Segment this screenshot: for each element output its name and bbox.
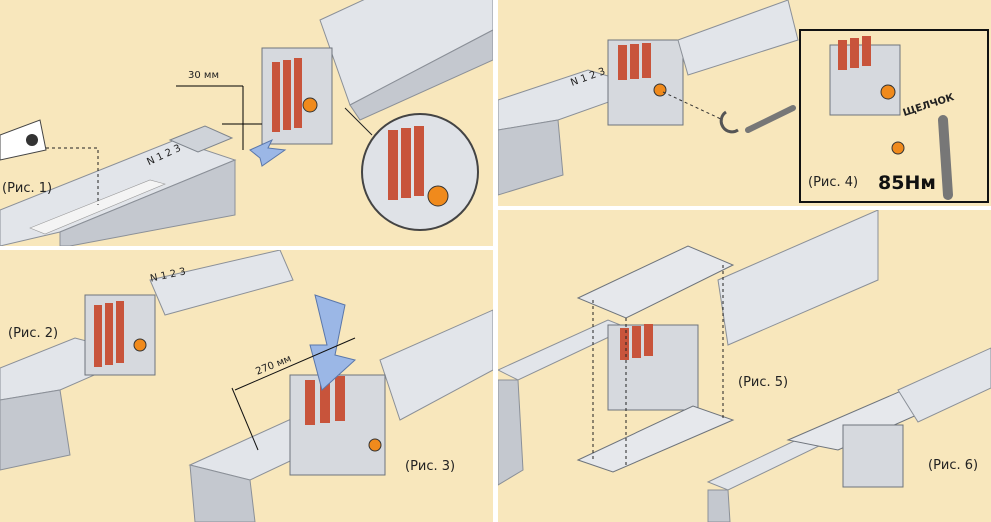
fig4-copper-2 [630, 44, 639, 79]
fig-4-label: (Рис. 4) [808, 175, 859, 190]
zoom-copper-1 [388, 130, 398, 200]
fig4-copper-3 [642, 43, 651, 78]
right-busbar-top [319, 0, 493, 106]
fig-5-label: (Рис. 5) [738, 375, 789, 390]
fig6-right-busbar [897, 347, 991, 423]
fig3-busbar-side [189, 464, 256, 522]
inset-copper-2 [850, 38, 859, 68]
fig2-rear-busbar [149, 250, 294, 316]
left-connector [168, 125, 234, 153]
fig2-copper-3 [116, 301, 124, 363]
fig4-rear-busbar [677, 0, 799, 76]
fig-1-label: (Рис. 1) [2, 181, 53, 196]
fig2-copper-2 [105, 303, 113, 365]
panel-fig-5-6: (Рис. 5) (Рис. 6) [498, 210, 991, 522]
inset-wrench-icon [938, 115, 953, 200]
zoom-copper-3 [414, 126, 424, 196]
fig5-copper-2 [632, 326, 641, 358]
fig2-busbar-side [0, 389, 71, 471]
torque-value: 85Нм [878, 172, 936, 194]
fig4-dotted-line [662, 91, 724, 121]
cover-plate-top [576, 245, 735, 319]
fig3-bolt-icon [368, 438, 382, 452]
fig5-right-busbar [717, 210, 879, 346]
slide-arrow-icon [249, 138, 287, 167]
panel-1-illustration [0, 0, 493, 246]
fig3-dimension-ext [231, 387, 259, 451]
wrench-handle-icon [745, 105, 796, 133]
warning-label [29, 179, 166, 235]
copper-plate-1 [272, 62, 280, 132]
panel-4-illustration [498, 210, 991, 522]
magnifier-leader [344, 107, 373, 136]
fig2-bolt-icon [133, 338, 147, 352]
fig3-copper-2 [320, 378, 330, 423]
panel-3-illustration [498, 0, 989, 203]
fig-6-label: (Рис. 6) [928, 458, 979, 473]
inset-nut-icon [891, 141, 905, 155]
cover-plate-bottom [576, 405, 735, 473]
eye-pupil-icon [26, 134, 38, 146]
fig4-bolt-icon [653, 83, 667, 97]
fig3-copper-3 [335, 376, 345, 421]
left-busbar-side [59, 159, 236, 246]
fig6-joint-block [842, 424, 904, 488]
fig4-copper-1 [618, 45, 627, 80]
fig2-copper-1 [94, 305, 102, 367]
inset-bolt-icon [880, 84, 896, 100]
inset-copper-3 [862, 36, 871, 66]
push-arrow-icon [309, 294, 357, 391]
fig3-dimension-line [234, 337, 356, 391]
eye-icon [0, 119, 47, 161]
fig5-copper-1 [620, 328, 629, 360]
fig-3-label: (Рис. 3) [405, 459, 456, 474]
panel-fig-1: (Рис. 1) 30 мм N 1 2 3 [0, 0, 493, 246]
dimension-label: 30 мм [188, 70, 219, 81]
panel-fig-4: (Рис. 4) 85Нм ЩЕЛЧОК N 1 2 3 [498, 0, 991, 206]
copper-plate-3 [294, 58, 302, 128]
panel-2-illustration [0, 250, 493, 522]
bolt-icon [302, 97, 318, 113]
zoom-copper-2 [401, 128, 411, 198]
fig5-copper-3 [644, 324, 653, 356]
fig6-busbar-side [707, 489, 731, 522]
copper-plate-2 [283, 60, 291, 130]
fig4-busbar-side [498, 119, 564, 196]
panel-fig-2-3: (Рис. 2) (Рис. 3) 270 мм N 1 2 3 [0, 250, 493, 522]
fig-2-label: (Рис. 2) [8, 326, 59, 341]
fig3-copper-1 [305, 380, 315, 425]
fig3-right-busbar [379, 309, 493, 421]
fig5-busbar-side [498, 379, 524, 486]
inset-copper-1 [838, 40, 847, 70]
zoom-bolt-icon [427, 185, 449, 207]
wrench-ring-icon [719, 110, 739, 134]
right-busbar-side [349, 29, 493, 121]
view-dotted-line [46, 147, 99, 205]
